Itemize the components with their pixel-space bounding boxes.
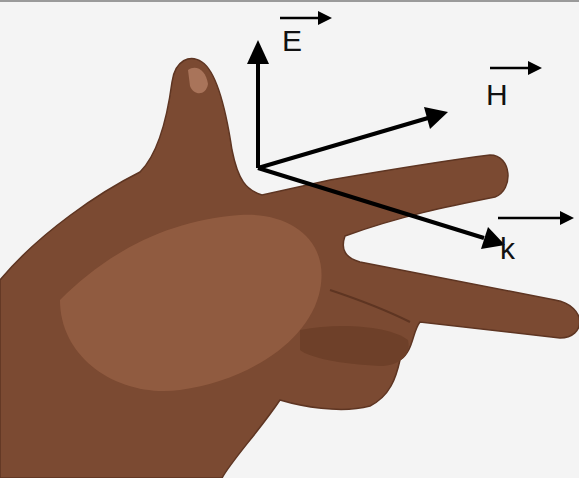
vector-arrow	[280, 17, 320, 20]
vector-overarrows	[280, 11, 574, 225]
e-axis	[256, 62, 260, 168]
vector-arrow	[498, 217, 560, 220]
h-arrowhead	[424, 107, 448, 129]
axis-arrows	[247, 40, 505, 249]
vector-arrow	[490, 67, 530, 70]
vector-arrowhead	[528, 61, 542, 75]
thumb-nail	[188, 68, 208, 94]
photo-border	[0, 0, 579, 2]
vector-label: E	[282, 26, 302, 56]
k-axis	[258, 168, 484, 238]
curled-finger	[300, 326, 409, 366]
vector-label: k	[500, 234, 515, 264]
palm-highlight	[60, 215, 322, 391]
vector-arrowhead	[318, 11, 332, 25]
hand-shape	[0, 59, 579, 478]
h-axis	[258, 118, 428, 168]
vector-label: H	[486, 80, 508, 110]
e-arrowhead	[247, 40, 269, 64]
vector-arrowhead	[560, 211, 574, 225]
